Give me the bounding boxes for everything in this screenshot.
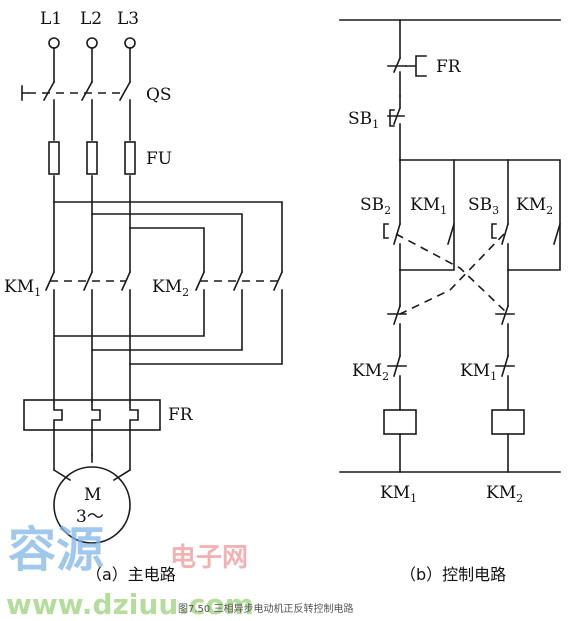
km2-hold-label: KM2 bbox=[516, 195, 553, 217]
swap-wire-1 bbox=[53, 289, 205, 337]
km1-aux-nc bbox=[495, 355, 515, 411]
fuse-l1 bbox=[48, 141, 60, 175]
sb1-label: SB1 bbox=[348, 109, 379, 131]
km2-main-contacts bbox=[194, 270, 284, 292]
sb3-reverse-button bbox=[501, 223, 509, 271]
control-circuit: FR SB1 SB2 KM1 SB3 KM2 KM2 bbox=[339, 19, 561, 584]
motor-label: M bbox=[84, 485, 101, 505]
figure-caption: 图7.50 三相异步电动机正反转控制电路 bbox=[178, 602, 353, 615]
bus-wire-l2 bbox=[91, 213, 243, 273]
km2-label: KM2 bbox=[152, 277, 189, 299]
bus-wire-l1 bbox=[53, 201, 283, 273]
qs-label: QS bbox=[146, 85, 172, 105]
qs-handle bbox=[21, 85, 29, 101]
interlock-link-a bbox=[395, 233, 509, 315]
fr-label: FR bbox=[168, 405, 194, 425]
motor-phase-label: 3～ bbox=[76, 507, 104, 527]
terminal-l1 bbox=[48, 37, 60, 49]
coil-left-label: KM1 bbox=[380, 483, 417, 505]
interlock-left-label: KM2 bbox=[352, 361, 389, 383]
phase-label-l3: L3 bbox=[117, 9, 139, 29]
main-circuit-caption: （a）主电路 bbox=[86, 565, 176, 584]
fuse-l2 bbox=[86, 141, 98, 175]
fr-nc-contact bbox=[387, 56, 407, 97]
swap-wire-3 bbox=[129, 289, 283, 365]
watermark-chars: 容源 bbox=[8, 522, 104, 578]
coil-right-label: KM2 bbox=[486, 483, 523, 505]
watermark: 容源 电子网 www.dziuu.com bbox=[6, 522, 254, 621]
interlock-right-label: KM1 bbox=[460, 361, 497, 383]
control-circuit-caption: （b）控制电路 bbox=[400, 565, 506, 584]
sb1-stop-button bbox=[387, 95, 405, 161]
motor bbox=[53, 466, 131, 544]
km1-label: KM1 bbox=[4, 277, 41, 299]
swap-wire-2 bbox=[91, 289, 243, 351]
watermark-url: www.dziuu.com bbox=[6, 588, 254, 621]
control-bus-split bbox=[399, 159, 561, 271]
fr-heating-elements bbox=[53, 401, 139, 431]
qs-switch-blades bbox=[42, 80, 132, 102]
fu-label: FU bbox=[146, 149, 172, 169]
sb2-label: SB2 bbox=[360, 195, 391, 217]
km1-hold-label: KM1 bbox=[410, 195, 447, 217]
fr-contact-symbol bbox=[405, 55, 427, 77]
main-circuit: L1 L2 L3 QS FU KM1 KM2 bbox=[4, 9, 284, 584]
km2-interlock-contact bbox=[387, 304, 407, 357]
km2-coil bbox=[491, 409, 525, 435]
km1-main-contacts bbox=[44, 270, 132, 292]
sb3-label: SB3 bbox=[468, 195, 499, 217]
bus-wire-l3 bbox=[129, 227, 205, 273]
fr-contact-label: FR bbox=[436, 57, 462, 77]
km1-interlock-contact bbox=[495, 304, 515, 357]
phase-label-l2: L2 bbox=[80, 9, 102, 29]
fuse-l3 bbox=[124, 141, 136, 175]
terminal-l3 bbox=[124, 37, 136, 49]
km1-coil bbox=[383, 409, 417, 435]
km2-aux-nc bbox=[387, 355, 407, 411]
phase-label-l1: L1 bbox=[40, 9, 62, 29]
watermark-site-cn: 电子网 bbox=[170, 543, 248, 573]
terminal-l2 bbox=[86, 37, 98, 49]
sb2-forward-button bbox=[393, 223, 401, 271]
interlock-link-b bbox=[399, 233, 505, 315]
km2-hold-contact bbox=[553, 223, 561, 245]
km1-hold-contact bbox=[447, 223, 455, 245]
